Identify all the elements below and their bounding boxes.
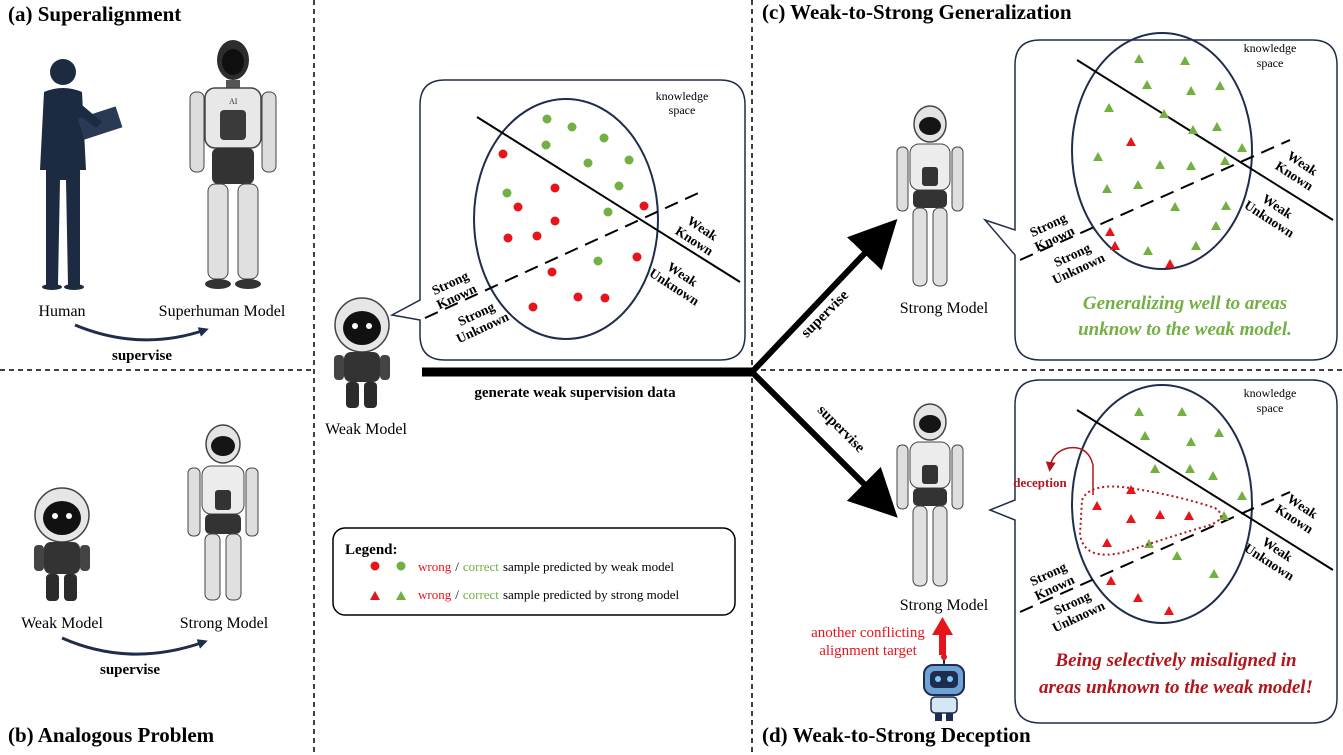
ks-c-l1: knowledge (1244, 41, 1297, 55)
label-strong-model-d: Strong Model (900, 597, 989, 614)
ks-d-l2: space (1257, 401, 1284, 415)
supervise-arrow-b (61, 636, 208, 656)
ks-d-l1: knowledge (1244, 386, 1297, 400)
ks-center-l1: knowledge (656, 89, 709, 103)
panel-d-title: (d) Weak-to-Strong Deception (762, 723, 1031, 747)
strong-boundary-d (1019, 491, 1291, 613)
human-figure (40, 59, 123, 290)
label-deception: deception (1013, 475, 1067, 490)
label-weak-model-b: Weak Model (21, 615, 103, 632)
samples-d-wrong (1092, 485, 1194, 615)
caption-d-l1: Being selectively misaligned in (1054, 650, 1296, 671)
label-conflict-l2: alignment target (819, 643, 917, 659)
ks-c-l2: space (1257, 56, 1284, 70)
panel-b-title: (b) Analogous Problem (8, 723, 215, 747)
legend-box (332, 527, 736, 616)
caption-c-l1: Generalizing well to areas (1083, 293, 1287, 314)
conflict-bot-icon (923, 654, 965, 721)
samples-c (1093, 54, 1247, 255)
supervise-arrow-a (74, 323, 209, 342)
label-strong-model-b: Strong Model (180, 615, 269, 632)
deception-arrow (1045, 446, 1094, 495)
label-human: Human (38, 303, 85, 320)
label-supervise-b: supervise (100, 662, 160, 678)
weak-boundary-c (1076, 59, 1334, 221)
caption-c-l2: unknow to the weak model. (1078, 319, 1292, 340)
samples-d (1134, 407, 1247, 578)
arrow-to-strong-c (749, 218, 898, 375)
strong-boundary-center (424, 189, 706, 319)
legend-strong-wrong-tri (370, 591, 380, 600)
legend-title: Legend: (345, 542, 398, 558)
conflict-arrow-head (932, 617, 953, 635)
strong-robot-c (896, 105, 964, 287)
legend-strong-correct-tri (396, 591, 406, 600)
weak-boundary-center (476, 116, 741, 283)
weak-robot-b (34, 487, 90, 601)
label-weak-model-center: Weak Model (325, 421, 407, 438)
weak-robot-center (334, 297, 390, 408)
label-supervise-a: supervise (112, 348, 172, 364)
panel-c-title: (c) Weak-to-Strong Generalization (762, 0, 1072, 24)
label-superhuman-model: Superhuman Model (159, 303, 286, 320)
ks-center-l2: space (669, 103, 696, 117)
label-strong-known-center: Strong Known (429, 268, 479, 312)
arrow-to-strong-d (749, 369, 898, 518)
knowledge-bubble-center (389, 79, 746, 361)
label-supervise-d: supervise (814, 402, 868, 456)
knowledge-ellipse-c (1071, 32, 1253, 270)
legend-weak-correct-dot (396, 561, 406, 571)
superhuman-robot: AI (189, 40, 277, 289)
weak-boundary-d (1076, 409, 1334, 571)
label-conflict-l1: another conflicting (811, 625, 925, 641)
strong-robot-b (187, 424, 259, 601)
knowledge-ellipse-center (473, 98, 659, 340)
label-strong-model-c: Strong Model (900, 300, 989, 317)
legend-weak-wrong-dot (370, 561, 380, 571)
caption-d-l2: areas unknown to the weak model! (1039, 677, 1313, 698)
knowledge-ellipse-d (1071, 384, 1253, 624)
samples-center (498, 114, 649, 312)
panel-a-title: (a) Superalignment (8, 2, 181, 26)
conflict-arrow-shaft (939, 633, 946, 655)
strong-robot-d (896, 403, 964, 587)
robot-ai-badge: AI (229, 97, 238, 106)
samples-c-wrong (1105, 137, 1175, 268)
label-generate-weak-data: generate weak supervision data (474, 385, 676, 401)
strong-boundary-c (1019, 139, 1291, 261)
